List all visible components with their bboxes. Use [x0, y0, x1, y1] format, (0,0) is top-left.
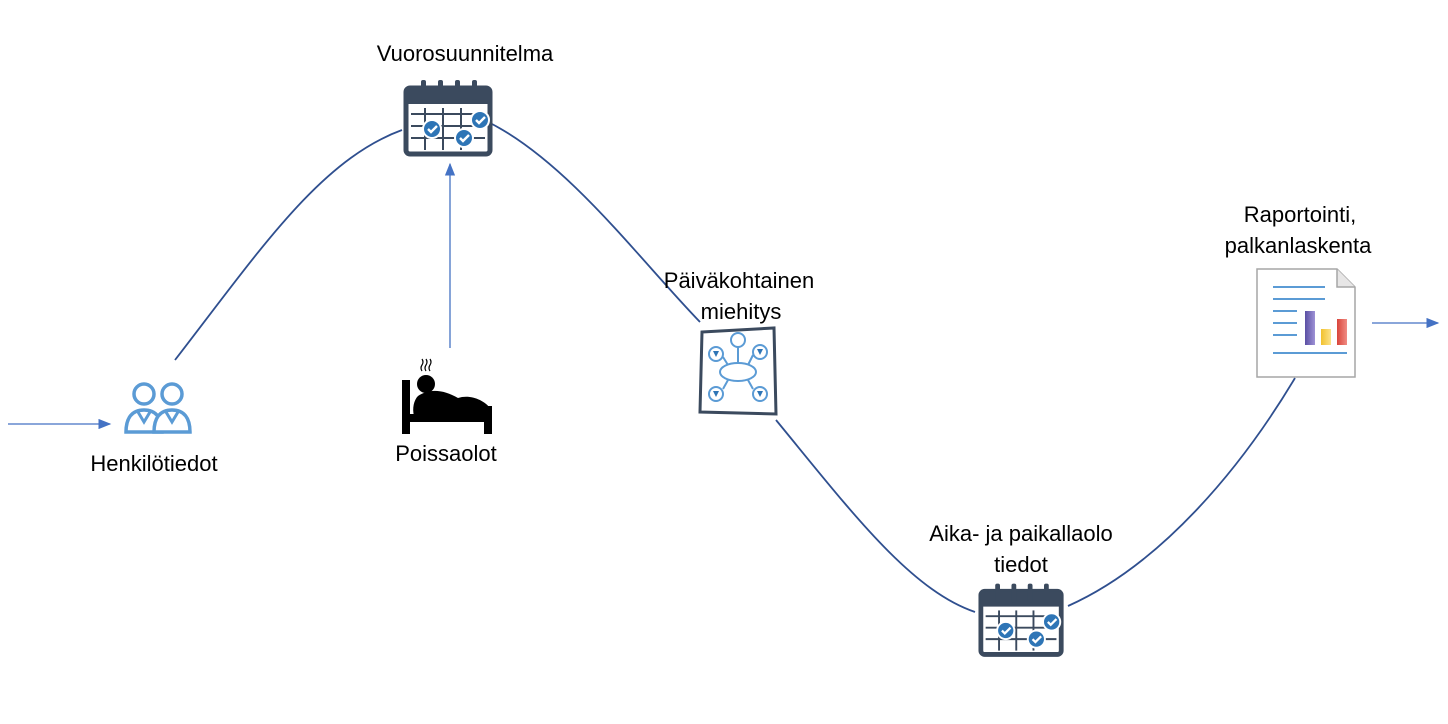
curve-aika-to-raportointi	[1067, 377, 1296, 607]
report-chart-icon	[1256, 268, 1356, 378]
node-label-paivakohtainen-line1: Päiväkohtainen	[663, 268, 815, 293]
calendar-check-icon	[978, 583, 1064, 657]
staffing-plan-icon	[698, 326, 778, 416]
node-label-aika-line2: tiedot	[994, 552, 1048, 577]
node-label-raportointi-line1: Raportointi,	[1243, 202, 1357, 227]
node-label-raportointi-line2: palkanlaskenta	[1224, 233, 1372, 258]
node-label-aika-line1: Aika- ja paikallaolo	[929, 521, 1113, 546]
sick-in-bed-icon	[402, 358, 492, 434]
node-label-henkilotiedot: Henkilötiedot	[90, 451, 218, 476]
curve-paivakohtainen-to-aika	[775, 419, 976, 613]
people-icon	[124, 382, 192, 434]
node-label-vuorosuunnitelma: Vuorosuunnitelma	[376, 41, 554, 66]
curve-vuorosuunnitelma-to-paivakohtainen	[491, 123, 701, 323]
calendar-check-icon	[403, 80, 493, 157]
node-label-poissaolot: Poissaolot	[395, 441, 497, 466]
node-label-paivakohtainen-line2: miehitys	[700, 299, 782, 324]
curve-henkilotiedot-to-vuorosuunnitelma	[174, 129, 403, 361]
